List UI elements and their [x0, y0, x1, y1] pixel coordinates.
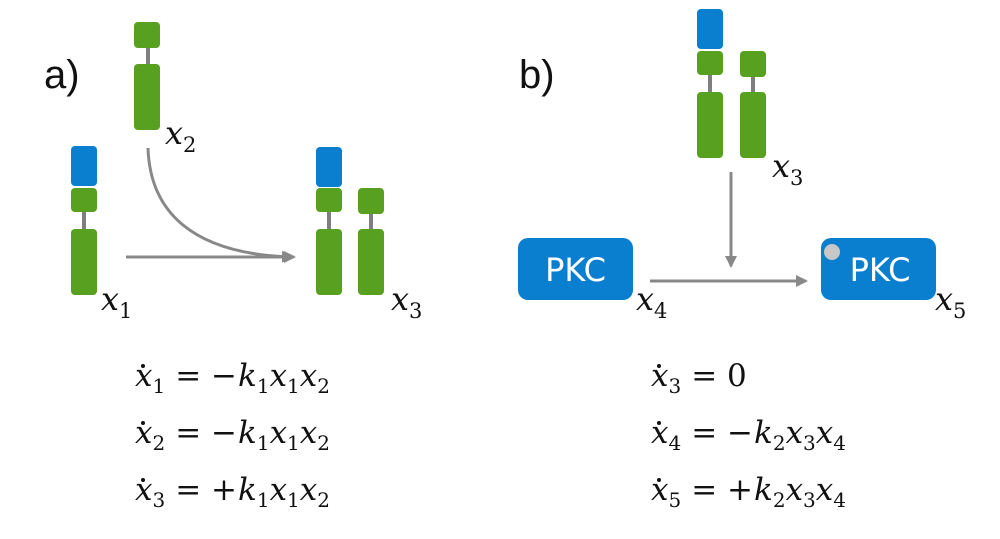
- ligand: [697, 9, 723, 49]
- species-x3-label: x3: [391, 280, 422, 323]
- receptor-body: [358, 229, 384, 295]
- receptor-body: [316, 229, 342, 295]
- pkc-label: PKC: [545, 251, 606, 289]
- panel-a: a) x2 x1 x3: [44, 22, 422, 512]
- equation-b-2: x4= −k2x3x4: [651, 415, 846, 455]
- receptor-dimer-x3: [316, 147, 384, 295]
- receptor-linker: [82, 205, 86, 235]
- receptor-x1: [71, 146, 97, 295]
- species-x3-label: x3: [772, 147, 803, 190]
- ligand: [316, 147, 342, 187]
- receptor-head: [71, 188, 97, 212]
- panel-b-label: b): [519, 53, 555, 97]
- species-x1-label: x1: [101, 280, 132, 323]
- species-x5-label: x5: [935, 280, 966, 323]
- pkc-active-x5: PKC: [821, 238, 936, 300]
- equation-a-2: x2= −k1x1x2: [135, 415, 330, 455]
- equation-a-1: x1= −k1x1x2: [135, 358, 330, 398]
- receptor-head: [740, 51, 766, 77]
- pkc-active-label: PKC: [850, 251, 911, 289]
- species-x2-label: x2: [165, 114, 196, 157]
- panel-a-label: a): [44, 53, 80, 97]
- receptor-head: [134, 22, 160, 48]
- time-derivative-dot: [657, 421, 661, 425]
- receptor-x2: [134, 22, 160, 130]
- receptor-dimer-x3: [697, 9, 766, 158]
- equation-a-3: x3= +k1x1x2: [135, 472, 330, 512]
- pkc-inactive-x4: PKC: [518, 238, 633, 300]
- receptor-head: [697, 51, 723, 75]
- receptor-head: [316, 188, 342, 212]
- phosphate-dot: [824, 244, 840, 260]
- species-x4-label: x4: [636, 280, 667, 323]
- receptor-linker: [327, 205, 331, 235]
- receptor-body: [697, 92, 723, 158]
- equations-b: x3= 0 x4= −k2x3x4 x5= +k2x3x4: [651, 358, 846, 512]
- reaction-arrow-x2: [146, 147, 294, 263]
- receptor-body: [740, 92, 766, 158]
- equations-a: x1= −k1x1x2 x2= −k1x1x2 x3= +k1x1x2: [135, 358, 330, 512]
- time-derivative-dot: [141, 364, 145, 368]
- receptor-linker: [708, 70, 712, 100]
- receptor-body: [71, 229, 97, 295]
- receptor-linker: [369, 205, 373, 235]
- time-derivative-dot: [141, 478, 145, 482]
- pkc-box: [821, 238, 936, 300]
- time-derivative-dot: [141, 421, 145, 425]
- receptor-linker: [146, 42, 150, 72]
- receptor-linker: [751, 70, 755, 100]
- panel-b: b) x3 PKC x4 PKC x5: [518, 9, 966, 512]
- equation-b-3: x5= +k2x3x4: [651, 472, 846, 512]
- pkc-box: [518, 238, 633, 300]
- equation-b-1: x3= 0: [651, 358, 747, 398]
- receptor-body: [134, 64, 160, 130]
- time-derivative-dot: [657, 364, 661, 368]
- receptor-head: [358, 188, 384, 214]
- time-derivative-dot: [657, 478, 661, 482]
- ligand: [71, 146, 97, 186]
